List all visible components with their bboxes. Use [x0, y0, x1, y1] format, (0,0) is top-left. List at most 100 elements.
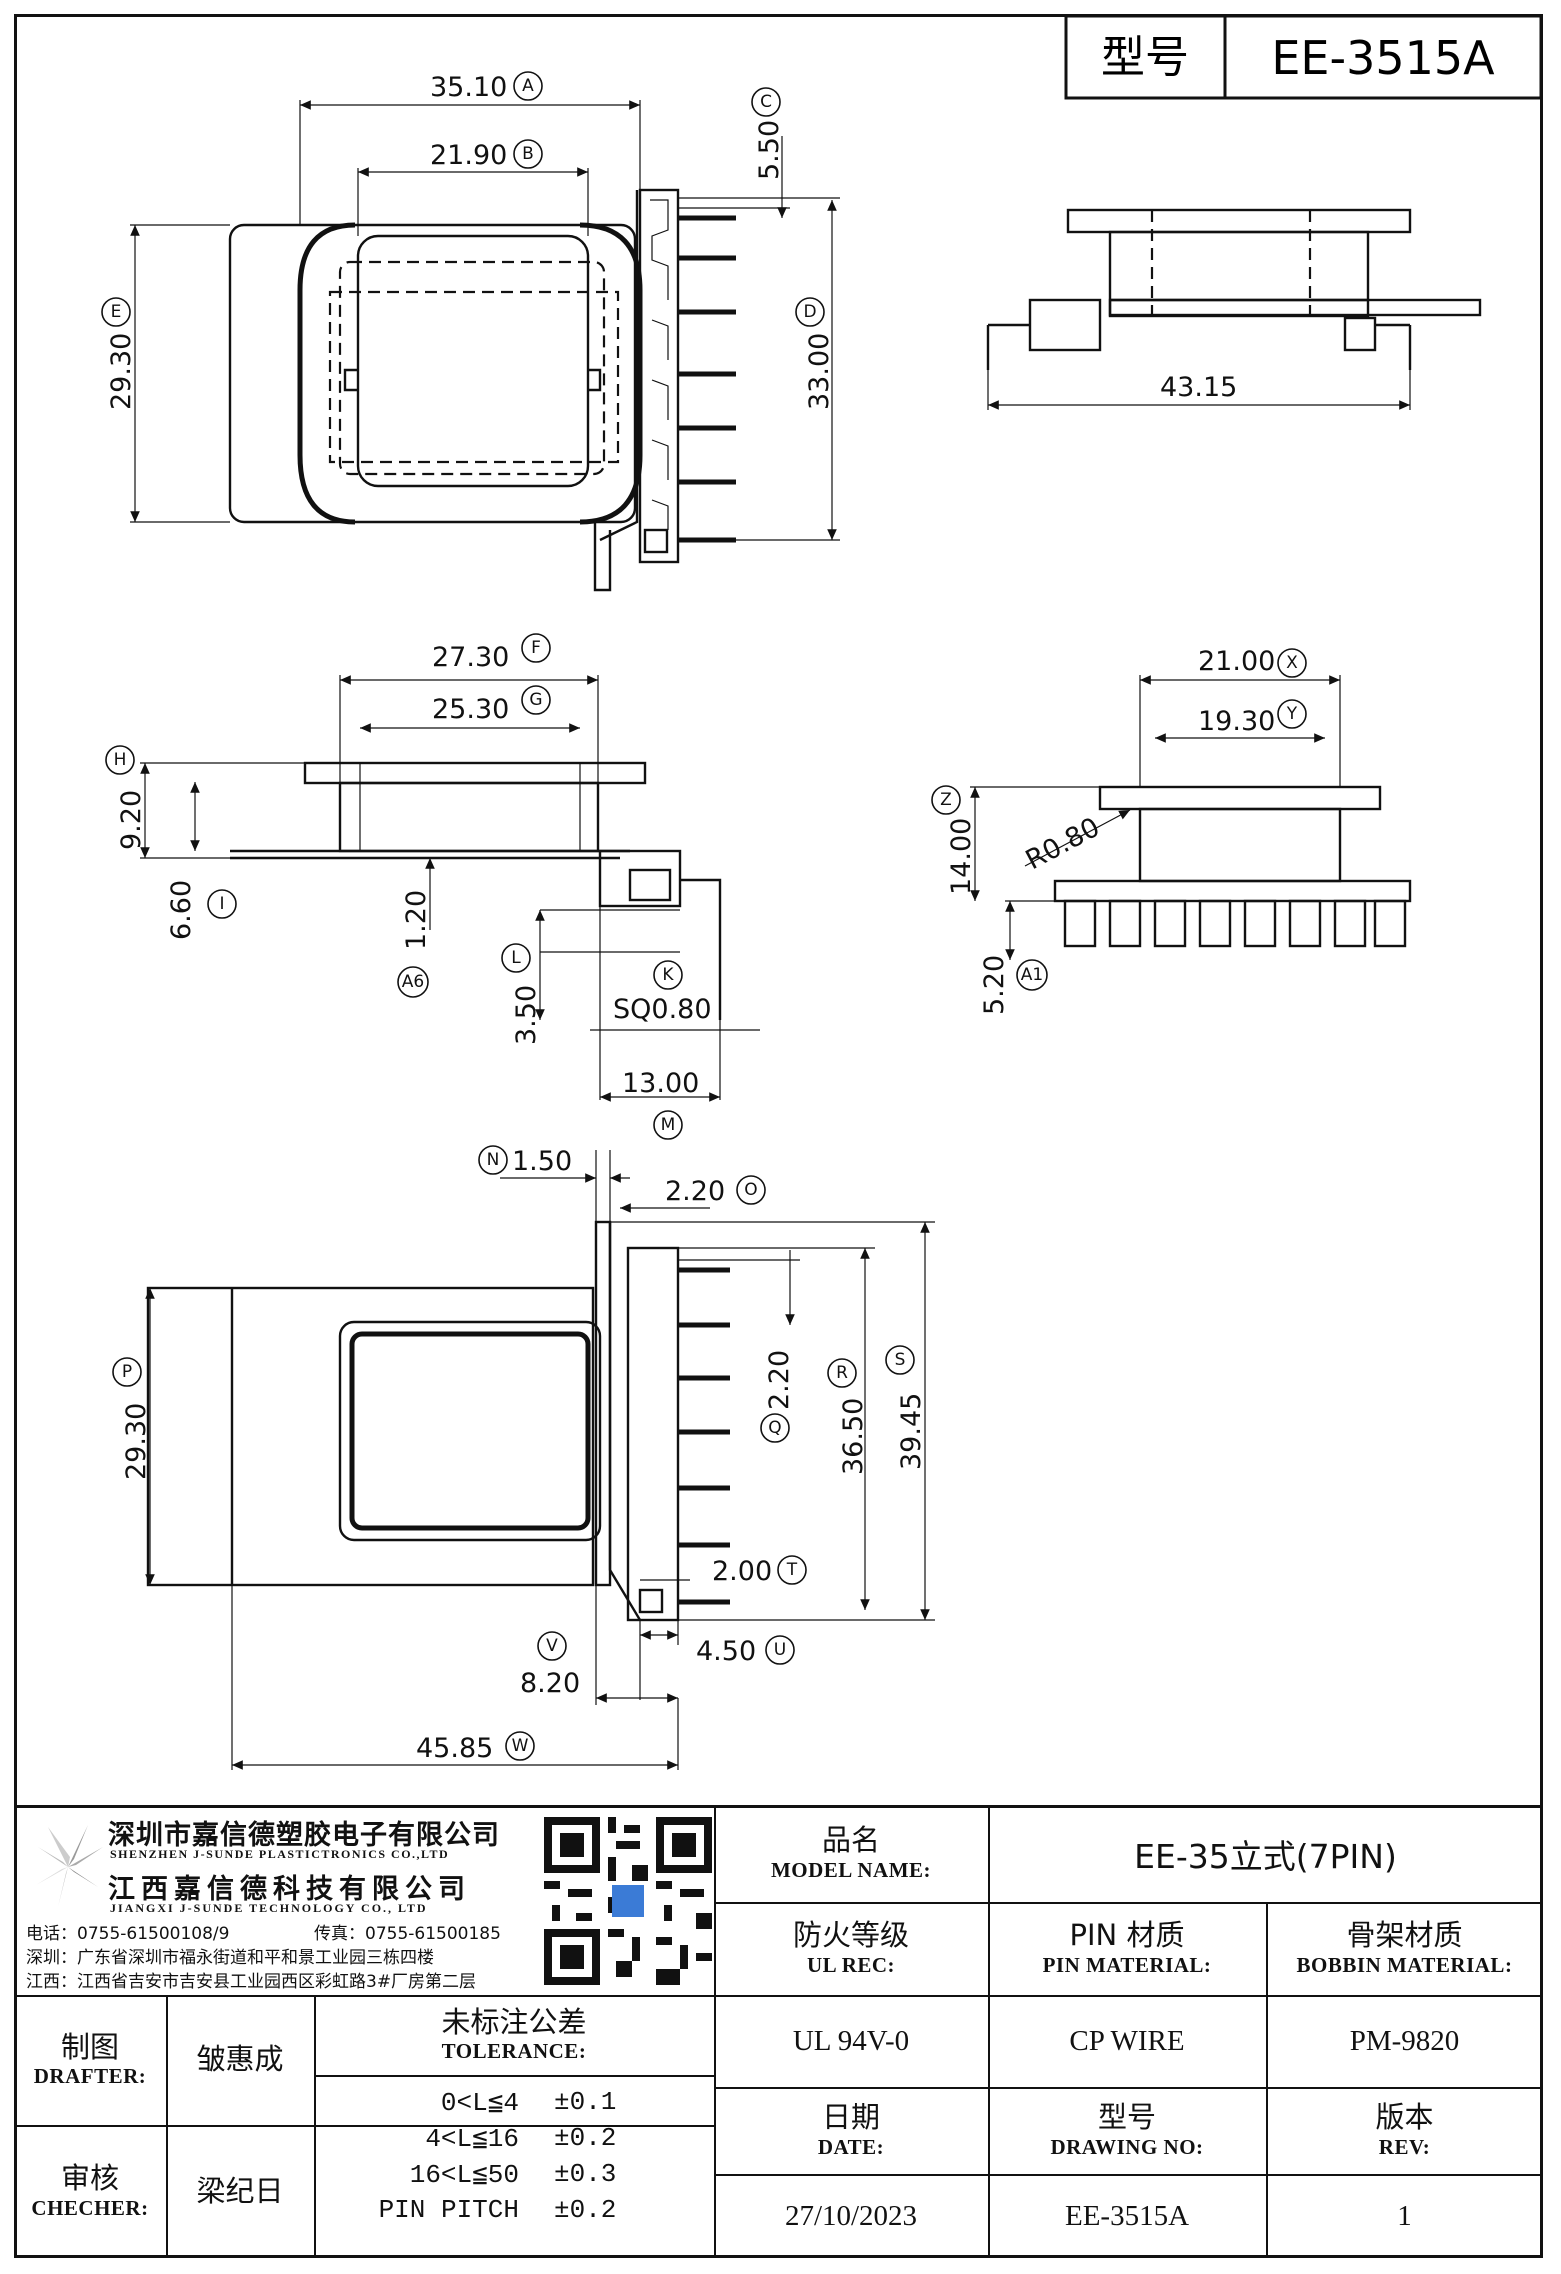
svg-text:I: I	[219, 894, 224, 914]
dim-e: 29.30	[106, 333, 137, 410]
ul-rec-value: UL 94V-0	[792, 2024, 910, 2057]
dim-t: 2.00	[712, 1556, 772, 1587]
dim-b: 21.90	[430, 140, 507, 171]
svg-text:G: G	[529, 690, 542, 710]
checker-label: 审核 CHECHER:	[31, 2161, 149, 2220]
dim-u: 4.50	[696, 1636, 756, 1667]
dim-c: 5.50	[754, 120, 785, 180]
dim-g: 25.30	[432, 694, 509, 725]
svg-text:A6: A6	[402, 972, 424, 992]
company-address-jx: 江西：江西省吉安市吉安县工业园西区彩虹路3#厂房第二层	[26, 1972, 477, 1992]
tolerance-range: 16<L≦50	[409, 2160, 519, 2190]
tolerance-range: PIN PITCH	[378, 2195, 519, 2225]
rev-value: 1	[1397, 2199, 1412, 2232]
date-label: 日期 DATE:	[817, 2100, 885, 2159]
dim-o: 2.20	[665, 1176, 725, 1207]
dim-m: 13.00	[622, 1068, 699, 1099]
tolerance-label: 未标注公差 TOLERANCE:	[441, 2004, 587, 2064]
dim-r080: R0.80	[1021, 812, 1105, 876]
right-view: 21.00 X 19.30 Y 14.00 Z R0.80 5.20 A1	[931, 646, 1412, 1015]
company-fax: 传真：0755-61500185	[314, 1924, 501, 1944]
model-name-label: 品名 MODEL NAME:	[770, 1823, 932, 1882]
dim-y: 19.30	[1198, 706, 1275, 737]
bottom-view-pins	[638, 1267, 730, 1614]
svg-text:N: N	[487, 1150, 500, 1170]
dim-i: 6.60	[166, 880, 197, 940]
ul-rec-label: 防火等级 UL REC:	[792, 1918, 909, 1977]
pin-material-label: PIN 材质 PIN MATERIAL:	[1042, 1918, 1212, 1977]
technical-drawing: 型号 EE-3515A 35.10 A	[101, 14, 1543, 1770]
dim-q: 2.20	[764, 1350, 795, 1410]
qr-code-icon	[544, 1817, 712, 1985]
top-view-pins	[643, 199, 736, 554]
bottom-view: 1.50 N 2.20 O 29.30 P 2.20 Q 36.50 R 39.…	[112, 1145, 935, 1770]
svg-text:X: X	[1286, 653, 1298, 673]
company-name-cn-1: 深圳市嘉信德塑胶电子有限公司	[108, 1820, 500, 1851]
date-value: 27/10/2023	[784, 2199, 918, 2232]
company-address-sz: 深圳：广东省深圳市福永街道和平和景工业园三栋四楼	[26, 1948, 434, 1968]
tolerance-value: ±0.2	[554, 2123, 617, 2153]
svg-text:S: S	[895, 1350, 906, 1370]
svg-text:Q: Q	[768, 1418, 781, 1438]
svg-text:R: R	[836, 1363, 848, 1383]
right-view-pins	[1063, 899, 1407, 948]
drafter-label: 制图 DRAFTER:	[33, 2029, 147, 2089]
title-block: 深圳市嘉信德塑胶电子有限公司 SHENZHEN J-SUNDE PLASTICT…	[14, 1805, 1543, 2258]
tolerance-value: ±0.1	[554, 2087, 617, 2117]
svg-text:Z: Z	[940, 790, 952, 810]
svg-text:D: D	[803, 302, 816, 322]
front-view: 27.30 F 25.30 G 9.20 H 6.60 I 1.20 A6 3.…	[105, 633, 760, 1140]
top-view: 35.10 A 21.90 B 5.50 C 33.00 D 29.30 E	[101, 71, 840, 592]
dim-r: 36.50	[838, 1398, 869, 1475]
svg-text:A1: A1	[1021, 965, 1043, 985]
checker-value: 梁纪日	[196, 2173, 284, 2208]
model-name-value: EE-35立式(7PIN)	[1134, 1836, 1397, 1876]
svg-text:Y: Y	[1286, 704, 1298, 724]
dim-a6: 1.20	[401, 890, 432, 950]
svg-text:M: M	[661, 1115, 676, 1135]
dim-s: 39.45	[896, 1393, 927, 1470]
svg-text:E: E	[111, 302, 122, 322]
svg-text:T: T	[786, 1560, 798, 1580]
svg-text:V: V	[546, 1636, 558, 1656]
dim-k: SQ0.80	[613, 994, 712, 1025]
company-logo-icon	[36, 1825, 103, 1907]
dim-n: 1.50	[512, 1146, 572, 1177]
svg-text:P: P	[122, 1362, 132, 1382]
dim-a: 35.10	[430, 72, 507, 103]
company-phone: 电话：0755-61500108/9	[26, 1924, 230, 1944]
tolerance-range: 0<L≦4	[440, 2088, 519, 2118]
pin-material-value: CP WIRE	[1069, 2024, 1185, 2057]
dim-l: 3.50	[511, 985, 542, 1045]
drafter-value: 皱惠成	[196, 2042, 284, 2077]
svg-text:W: W	[512, 1736, 529, 1756]
bobbin-material-label: 骨架材质 BOBBIN MATERIAL:	[1296, 1918, 1513, 1977]
svg-text:B: B	[522, 144, 534, 164]
bobbin-material-value: PM-9820	[1349, 2024, 1460, 2057]
svg-text:U: U	[774, 1640, 786, 1660]
header-model-box: 型号 EE-3515A	[1064, 14, 1543, 100]
svg-text:F: F	[531, 638, 541, 658]
dim-a1: 5.20	[979, 955, 1010, 1015]
drawing-no-value: EE-3515A	[1064, 2199, 1190, 2232]
tolerance-value: ±0.3	[554, 2159, 617, 2189]
tolerance-value: ±0.2	[554, 2195, 617, 2225]
drawing-no-label: 型号 DRAWING NO:	[1050, 2100, 1204, 2159]
tolerance-range: 4<L≦16	[425, 2124, 519, 2154]
dim-v: 8.20	[520, 1668, 580, 1699]
dim-x: 21.00	[1198, 646, 1275, 677]
svg-text:C: C	[760, 92, 772, 112]
dim-w: 45.85	[416, 1733, 493, 1764]
svg-text:K: K	[662, 965, 674, 985]
dim-h: 9.20	[116, 790, 147, 850]
dim-f: 27.30	[432, 642, 509, 673]
dim-d: 33.00	[804, 333, 835, 410]
header-model-label: 型号	[1101, 32, 1189, 83]
side-view: 43.15	[986, 208, 1482, 410]
drawing-frame	[14, 14, 1543, 2258]
svg-text:A: A	[522, 76, 534, 96]
svg-text:H: H	[114, 750, 127, 770]
dim-side: 43.15	[1160, 372, 1237, 403]
dim-p: 29.30	[121, 1403, 152, 1480]
svg-text:L: L	[511, 948, 521, 968]
